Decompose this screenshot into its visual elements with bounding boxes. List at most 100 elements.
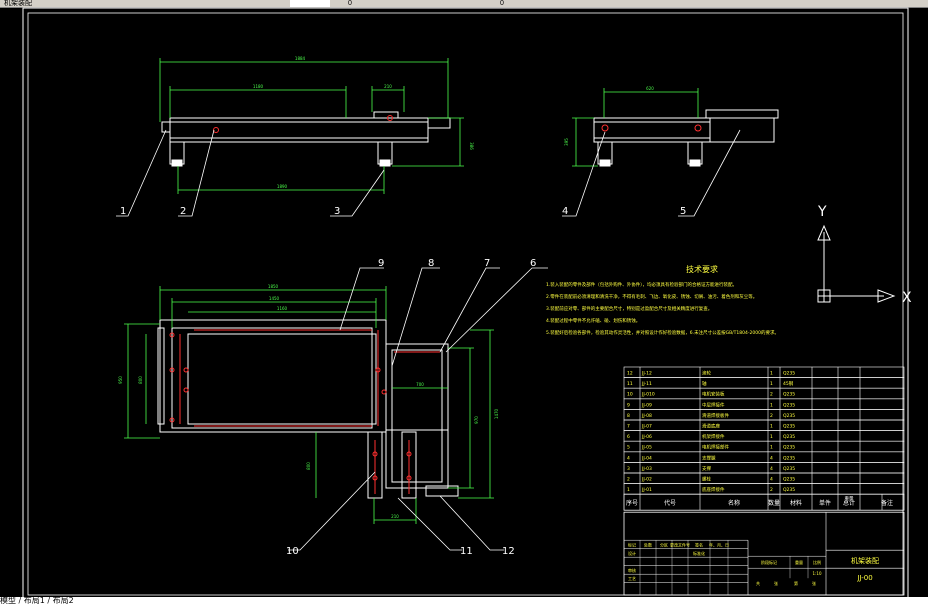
title-label: 分区 (660, 542, 668, 548)
bom-cell: 底座焊接件 (702, 486, 725, 493)
bom-cell: Q235 (783, 466, 795, 472)
bom-cell: Q235 (783, 477, 795, 483)
bom-cell: 1 (770, 445, 773, 451)
bom-cell: 滑道底座 (702, 423, 720, 430)
bom-cell: JJ-12 (641, 371, 652, 377)
layout-tabs[interactable]: 模型 / 布局1 / 布局2 (0, 597, 74, 605)
bom-cell: 45钢 (783, 380, 794, 387)
bom-cell: 支撑腿 (702, 454, 716, 461)
dim-plan-mid: 700 (416, 382, 424, 387)
dim-plan-right2: 1470 (494, 408, 499, 419)
bom-header-cell: 总计 (843, 499, 855, 507)
bom-header-weight: 重量 (845, 495, 854, 502)
bom-row (623, 451, 905, 463)
balloon-8: 8 (428, 258, 434, 269)
bom-cell: 机架焊接件 (702, 433, 725, 440)
dim-plan-bottom: 210 (391, 514, 399, 519)
bom-cell: 滚轮 (702, 370, 711, 377)
drawing-code: JJ-00 (856, 574, 872, 582)
style-field[interactable]: 0 (500, 0, 504, 7)
bom-cell: 1 (770, 402, 773, 408)
bom-row (623, 462, 905, 474)
dim-front-total: 1884 (295, 56, 306, 61)
bom-header-row (623, 493, 905, 511)
bom-cell: JJ-04 (641, 455, 652, 461)
dim-plan-top2: 1450 (269, 296, 280, 301)
bom-row (623, 419, 905, 431)
balloon-6: 6 (530, 258, 536, 269)
bom-header-cell: 名称 (728, 499, 740, 507)
sheet-label: 张 (774, 580, 778, 586)
bom-header-cell: 代号 (664, 499, 676, 507)
balloon-3: 3 (334, 206, 340, 217)
balloon-12: 12 (502, 546, 515, 557)
sheet-label: 张 (812, 580, 816, 586)
scale-value: 1:10 (813, 571, 822, 576)
tech-title: 技术要求 (686, 264, 718, 274)
bom-row (623, 398, 905, 410)
bom-cell: JJ-08 (641, 413, 652, 419)
balloon-1: 1 (120, 206, 126, 217)
drawing-inner-frame (27, 12, 904, 596)
bom-cell: JJ-01 (641, 487, 652, 493)
bom-cell: Q235 (783, 413, 795, 419)
bom-cell: Q235 (783, 434, 795, 440)
bom-cell: 轴 (702, 380, 707, 387)
bom-row (623, 409, 905, 421)
title-label: 签名 (695, 542, 703, 548)
bom-cell: 4 (627, 455, 630, 461)
bom-cell: 滑道焊接板件 (702, 412, 729, 419)
title-block: 标记处数分区更改文件号签名年、月、日设计标准化审核工艺阶段标记重量比例1:10共… (623, 511, 905, 596)
balloon-2: 2 (180, 206, 186, 217)
tech-line-5: 5.装配好后检验各部件，检验其动作灵活性，并对照设计作好检验数据，6.未注尺寸公… (546, 329, 779, 336)
dim-plan-top1: 1850 (268, 284, 279, 289)
drawing-name: 机架装配 (851, 556, 879, 565)
layer-field[interactable]: 0 (348, 0, 352, 7)
bom-cell: 6 (627, 434, 630, 440)
bom-cell: Q235 (783, 487, 795, 493)
bom-cell: 1 (770, 371, 773, 377)
design-label: 设计 (628, 550, 636, 556)
bom-cell: Q235 (783, 392, 795, 398)
bom-header-cell: 单件 (819, 499, 831, 507)
bom-cell: 3 (627, 466, 630, 472)
title-label: 更改文件号 (670, 542, 690, 548)
sheet-label: 共 (756, 580, 760, 586)
bom-cell: Q235 (783, 445, 795, 451)
bom-cell: JJ-09 (641, 402, 652, 408)
bom-cell: 9 (627, 402, 630, 408)
review-label: 审核 (628, 567, 636, 573)
tech-line-2: 2.零件在装配前必须清理和清洗干净，不得有毛刺、飞边、氧化皮、锈蚀、切屑、油污、… (546, 293, 757, 300)
bom-cell: JJ-03 (641, 466, 652, 472)
command-line[interactable]: 模型 / 布局1 / 布局2 (0, 597, 928, 605)
bom-cell: JJ-05 (641, 445, 652, 451)
bom-header-cell: 备注 (881, 499, 893, 507)
bom-cell: Q235 (783, 402, 795, 408)
ucs-icon (817, 224, 896, 303)
bom-cell: 螺栓 (702, 476, 711, 483)
layer-dropdown[interactable] (290, 0, 330, 7)
bom-cell: 中层焊接件 (702, 401, 725, 408)
bom-row (623, 377, 905, 389)
bom-row (623, 387, 905, 400)
bom-cell: 1 (627, 487, 630, 493)
bom-row (623, 440, 905, 453)
sheet-label: 第 (794, 580, 798, 586)
dim-plan-right1: 970 (474, 416, 479, 424)
bom-cell: 10 (627, 392, 633, 398)
bom-cell: 电机安装板 (702, 391, 725, 398)
title-label: 标记 (628, 542, 636, 548)
bom-cell: 1 (770, 434, 773, 440)
bom-cell: JJ-06 (641, 434, 652, 440)
bom-cell: 电机焊接部件 (702, 444, 729, 451)
dim-plan-top3: 1160 (277, 306, 288, 311)
side-view (593, 109, 779, 167)
process-label: 工艺 (628, 576, 636, 581)
file-tab[interactable]: 机架装配 (4, 0, 32, 7)
balloon-9: 9 (378, 258, 384, 269)
tech-line-4: 4.装配过程中零件不允许磕、碰、划伤和锈蚀。 (546, 317, 640, 324)
ucs-y-label: Y (817, 204, 827, 220)
dim-plan-left2: 800 (138, 376, 143, 384)
